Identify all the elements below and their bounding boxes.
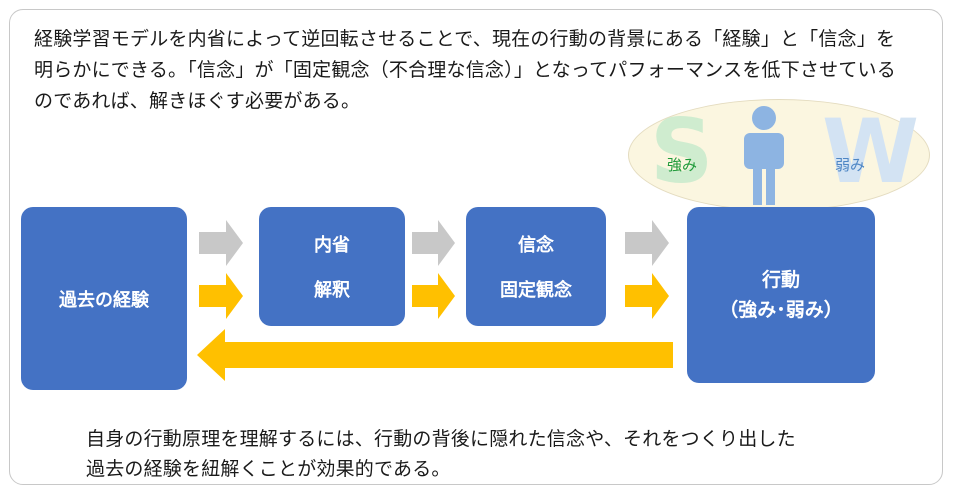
person-icon <box>744 106 784 205</box>
action-box: 行動 （強み･弱み） <box>687 207 875 383</box>
past-experience-label: 過去の経験 <box>59 289 149 311</box>
gold-return-arrow <box>197 329 673 381</box>
gray-arrow-3 <box>625 220 669 266</box>
gold-arrow-1 <box>199 273 243 319</box>
belief-label: 信念 <box>518 234 554 256</box>
action-label: 行動 <box>761 269 800 291</box>
weakness-label: 弱み <box>835 156 866 174</box>
intro-line-2: 明らかにできる。「信念」が「固定観念（不合理な信念）」となってパフォーマンスを低… <box>34 59 896 81</box>
strength-label: 強み <box>667 156 698 174</box>
intro-paragraph: 経験学習モデルを内省によって逆回転させることで、現在の行動の背景にある「経験」と… <box>34 24 914 117</box>
conclusion-line-1: 自身の行動原理を理解するには、行動の背後に隠れた信念や、それをつくり出した <box>86 428 796 450</box>
interpretation-label: 解釈 <box>314 280 350 302</box>
intro-line-1: 経験学習モデルを内省によって逆回転させることで、現在の行動の背景にある「経験」と… <box>34 28 896 50</box>
belief-box: 信念 固定観念 <box>466 207 606 326</box>
conclusion-paragraph: 自身の行動原理を理解するには、行動の背後に隠れた信念や、それをつくり出した 過去… <box>86 424 906 484</box>
past-experience-box: 過去の経験 <box>21 207 187 390</box>
fixed-idea-label: 固定観念 <box>500 280 572 302</box>
action-sub-label: （強み･弱み） <box>719 299 843 321</box>
intro-line-3: のであれば、解きほぐす必要がある。 <box>34 90 361 112</box>
gold-arrow-3 <box>625 273 669 319</box>
introspection-box: 内省 解釈 <box>259 207 405 326</box>
gray-arrow-2 <box>412 220 455 266</box>
conclusion-line-2: 過去の経験を紐解くことが効果的である。 <box>86 458 451 480</box>
strength-letter: S <box>650 100 714 203</box>
gray-arrow-1 <box>199 220 243 266</box>
gold-arrow-2 <box>412 273 455 319</box>
weakness-letter: W <box>822 100 920 203</box>
introspection-label: 内省 <box>314 234 350 256</box>
